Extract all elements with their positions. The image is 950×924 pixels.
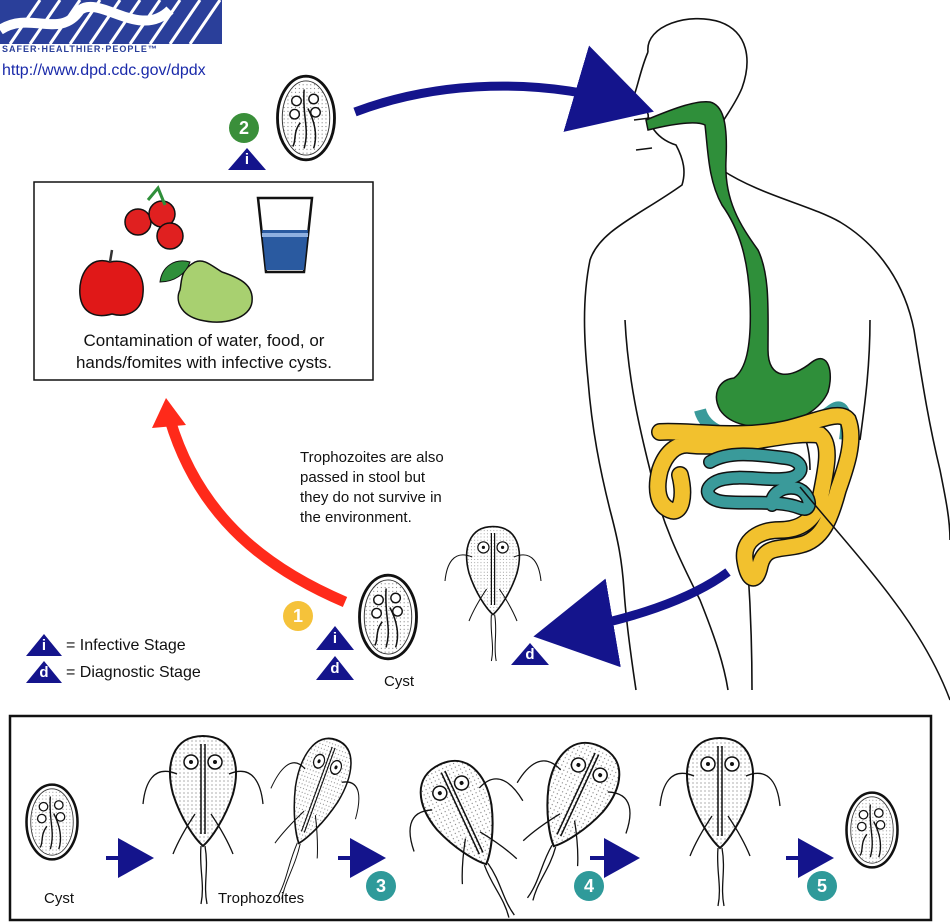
environment-arrow-head <box>152 398 186 428</box>
trophozoite-note: Trophozoites are also passed in stool bu… <box>300 448 530 528</box>
stool-cyst-illustration <box>360 575 417 659</box>
infective-triangle-letter: i <box>237 151 257 168</box>
step-1-number: 1 <box>288 606 308 627</box>
legend-diagnostic-label: = Diagnostic Stage <box>66 663 201 683</box>
troph-diagnostic-letter: d <box>520 646 540 663</box>
panel-cyst-illustration <box>27 785 78 860</box>
excretion-arrow <box>560 572 728 632</box>
stool-diagnostic-letter: d <box>325 660 345 677</box>
step-5-number: 5 <box>812 876 832 897</box>
logo-tagline: SAFER·HEALTHIER·PEOPLE™ <box>2 44 158 54</box>
trophozoite-note-line3: they do not survive in <box>300 488 530 508</box>
infective-cyst-illustration <box>278 76 335 160</box>
contamination-caption-line2: hands/fomites with infective cysts. <box>36 352 372 374</box>
stool-trophozoite-illustration <box>445 527 541 661</box>
ingestion-arrow <box>355 86 628 112</box>
trophozoite-note-line4: the environment. <box>300 508 530 528</box>
contamination-caption-line1: Contamination of water, food, or <box>36 330 372 352</box>
cyst-label-upper: Cyst <box>384 673 414 690</box>
cyst-label-lower: Cyst <box>44 890 74 907</box>
cdc-logo <box>0 0 222 44</box>
digestive-tract <box>646 102 851 578</box>
trophozoite-note-line1: Trophozoites are also <box>300 448 530 468</box>
legend-infective-label: = Infective Stage <box>66 636 186 656</box>
water-glass-icon <box>258 198 312 272</box>
trophozoites-label: Trophozoites <box>218 890 304 907</box>
legend-infective-letter: i <box>34 637 54 654</box>
step-2-number: 2 <box>234 118 254 139</box>
legend-diagnostic-letter: d <box>34 664 54 681</box>
stool-infective-letter: i <box>325 630 345 647</box>
step-4-number: 4 <box>579 876 599 897</box>
logo-url-link[interactable]: http://www.dpd.cdc.gov/dpdx <box>2 62 206 80</box>
trophozoite-note-line2: passed in stool but <box>300 468 530 488</box>
panel-cyst-final <box>847 793 898 868</box>
step-3-number: 3 <box>371 876 391 897</box>
contamination-caption: Contamination of water, food, or hands/f… <box>36 330 372 374</box>
